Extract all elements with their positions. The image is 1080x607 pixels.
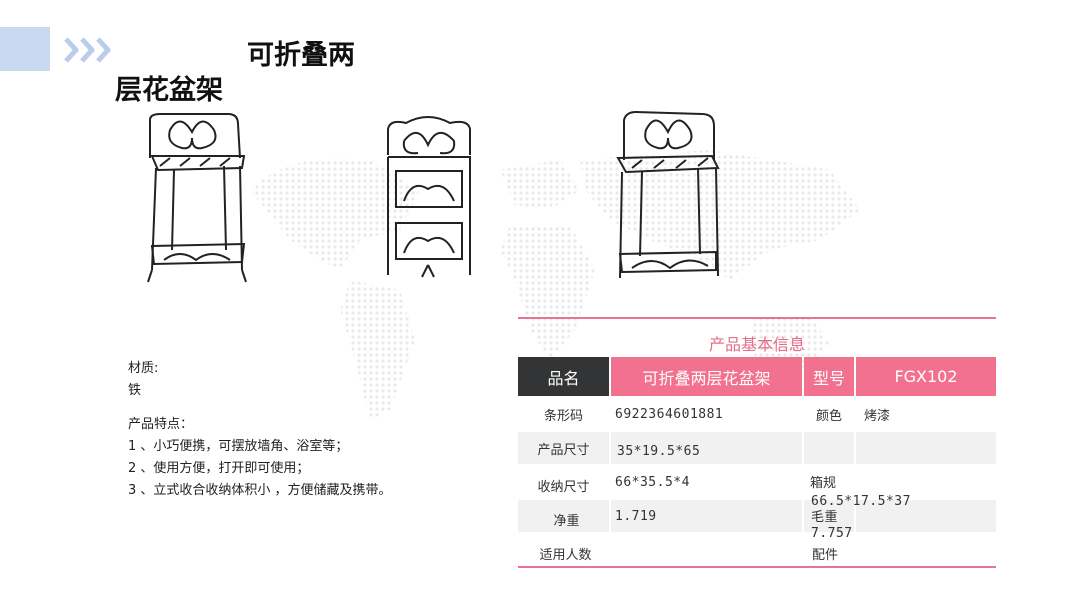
empty-cell-2: [856, 432, 996, 464]
name-label-cell: 品名: [518, 357, 609, 396]
color-value: 烤漆: [864, 408, 891, 424]
weights-block: 66.5*17.5*37 毛重 7.757: [811, 494, 911, 542]
empty-cell-1: [804, 432, 854, 464]
carton-label: 箱规: [810, 476, 837, 491]
name-value-cell: 可折叠两层花盆架: [611, 357, 802, 396]
gray-cell-4: [856, 500, 996, 532]
page-title-line-2: 层花盆架: [115, 75, 223, 106]
gross-weight-label: 毛重: [811, 510, 839, 525]
model-label-cell: 型号: [804, 357, 854, 396]
page-title-line-1: 可折叠两: [247, 40, 355, 71]
users-label: 适用人数: [539, 547, 592, 563]
features-heading: 产品特点：: [128, 417, 194, 432]
barcode-label: 条形码: [543, 408, 583, 424]
chevron-right-icon: [64, 37, 111, 63]
feature-item-2: 2 、使用方便，打开即可使用；: [128, 461, 310, 476]
features-block: 产品特点： 1 、小巧便携，可摆放墙角、浴室等； 2 、使用方便，打开即可使用；…: [128, 414, 392, 502]
feature-item-1: 1 、小巧便携，可摆放墙角、浴室等；: [128, 439, 349, 454]
gray-cell-3: [804, 500, 854, 532]
model-value-cell: FGX102: [856, 357, 996, 396]
corner-decoration: [0, 27, 50, 71]
size-label: 产品尺寸: [518, 432, 609, 464]
spec-table-title: 产品基本信息: [708, 335, 805, 354]
net-weight-label: 净重: [518, 500, 609, 532]
product-image-folded: [387, 116, 471, 278]
material-value: 铁: [128, 383, 142, 398]
folded-size-value: 66*35.5*4: [615, 474, 690, 490]
folded-size-label: 收纳尺寸: [537, 479, 590, 495]
accessories-label: 配件: [812, 547, 839, 563]
product-image-angled: [616, 110, 720, 279]
gross-weight-value: 7.757: [811, 526, 853, 541]
feature-item-3: 3 、立式收合收纳体积小 ，方便储藏及携带。: [128, 483, 392, 498]
table-bottom-rule: [518, 566, 996, 568]
size-value: 35*19.5*65: [611, 432, 802, 464]
net-weight-value: 1.719: [611, 500, 802, 532]
color-label: 颜色: [815, 408, 842, 424]
carton-block: 箱规: [810, 466, 996, 498]
material-block: 材质: 铁: [128, 358, 158, 402]
world-map-background: [250, 150, 860, 420]
carton-value: 66.5*17.5*37: [811, 494, 911, 509]
product-image-front: [147, 113, 247, 283]
table-top-rule: [518, 317, 996, 319]
barcode-value: 6922364601881: [615, 406, 724, 422]
material-label: 材质:: [128, 361, 159, 376]
